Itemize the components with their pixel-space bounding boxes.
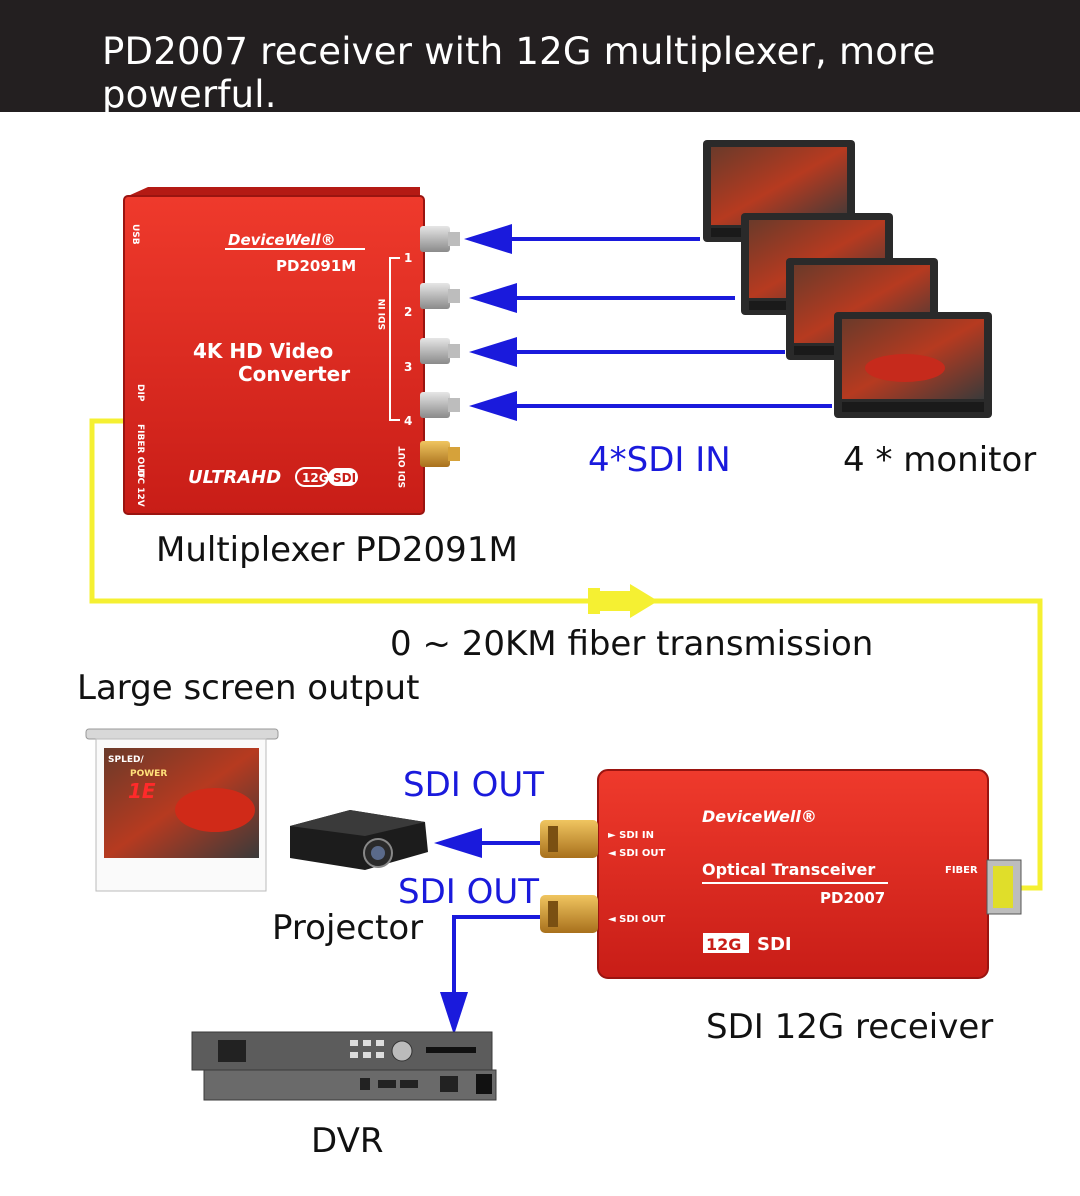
receiver-port-sdi-in: ► SDI IN xyxy=(608,830,654,841)
dvr-device xyxy=(191,1031,497,1101)
multiplexer-line2: Converter xyxy=(238,362,350,386)
receiver-fiber-label: FIBER xyxy=(945,865,978,876)
port-number-1: 1 xyxy=(404,251,412,265)
label-sdi-out-1: SDI OUT xyxy=(403,765,545,805)
multiplexer-usb-label: USB xyxy=(130,224,140,245)
receiver-badge-12g: 12G xyxy=(706,935,741,954)
bnc-connector-3 xyxy=(420,338,460,364)
multiplexer-sdi-out-label: SDI OUT xyxy=(398,446,408,488)
port-number-3: 3 xyxy=(404,360,412,374)
multiplexer-badge-ultrahd: ULTRAHD xyxy=(188,467,281,488)
multiplexer-fiber-label: FIBER OUT xyxy=(135,424,145,479)
receiver-title: Optical Transceiver xyxy=(702,860,875,879)
port-number-2: 2 xyxy=(404,305,412,319)
multiplexer-brand: DeviceWell® xyxy=(228,231,336,249)
label-monitors: 4 * monitor xyxy=(843,440,1037,480)
receiver-fiber-port xyxy=(986,859,1022,915)
sdi-out-arrows xyxy=(434,828,540,1035)
page-title: PD2007 receiver with 12G multiplexer, mo… xyxy=(102,30,936,116)
receiver-brand: DeviceWell® xyxy=(702,807,817,826)
receiver-bnc-connector-1 xyxy=(540,820,598,858)
receiver-model: PD2007 xyxy=(820,889,885,907)
screen-text-2: POWER xyxy=(130,769,167,779)
bnc-connector-out xyxy=(420,441,460,467)
label-projector: Projector xyxy=(272,908,424,948)
port-number-4: 4 xyxy=(404,414,412,428)
projector xyxy=(290,810,428,870)
label-dvr: DVR xyxy=(311,1121,384,1161)
receiver-port-sdi-out-1: ◄ SDI OUT xyxy=(608,848,665,859)
receiver-bnc-connector-2 xyxy=(540,895,598,933)
fiber-line xyxy=(89,418,1043,891)
monitor-4 xyxy=(834,312,992,418)
label-large-screen: Large screen output xyxy=(77,668,420,708)
label-receiver: SDI 12G receiver xyxy=(706,1007,994,1047)
header-bar: PD2007 receiver with 12G multiplexer, mo… xyxy=(0,0,1080,116)
bnc-connector-2 xyxy=(420,283,460,309)
receiver-device: DeviceWell® Optical Transceiver PD2007 1… xyxy=(540,769,1022,979)
multiplexer-line1: 4K HD Video xyxy=(193,339,333,363)
multiplexer-dc-label: DC 12V xyxy=(135,470,145,507)
bnc-connector-1 xyxy=(420,226,460,252)
label-fiber: 0 ~ 20KM fiber transmission xyxy=(390,624,874,664)
label-multiplexer: Multiplexer PD2091M xyxy=(156,530,518,570)
receiver-badge-sdi: SDI xyxy=(757,934,792,955)
multiplexer-badge-sdi: SDI xyxy=(333,471,356,485)
monitor-stack xyxy=(703,140,992,418)
receiver-port-sdi-out-2: ◄ SDI OUT xyxy=(608,914,665,925)
label-sdi-in: 4*SDI IN xyxy=(588,440,731,480)
multiplexer-sdi-in-label: SDI IN xyxy=(378,299,388,330)
screen-text-3: 1E xyxy=(128,779,156,803)
screen-text-1: SPLED/ xyxy=(108,755,144,765)
sdi-in-arrows xyxy=(464,224,832,421)
projection-screen: SPLED/ POWER 1E xyxy=(85,728,279,892)
bnc-connector-4 xyxy=(420,392,460,418)
multiplexer-dip-label: DIP xyxy=(135,384,145,402)
multiplexer-device: DeviceWell® PD2091M 4K HD Video Converte… xyxy=(123,187,460,515)
multiplexer-badge-12g: 12G xyxy=(302,471,329,485)
multiplexer-model: PD2091M xyxy=(276,257,356,275)
fiber-direction-arrow xyxy=(588,584,658,618)
label-sdi-out-2: SDI OUT xyxy=(398,872,540,912)
